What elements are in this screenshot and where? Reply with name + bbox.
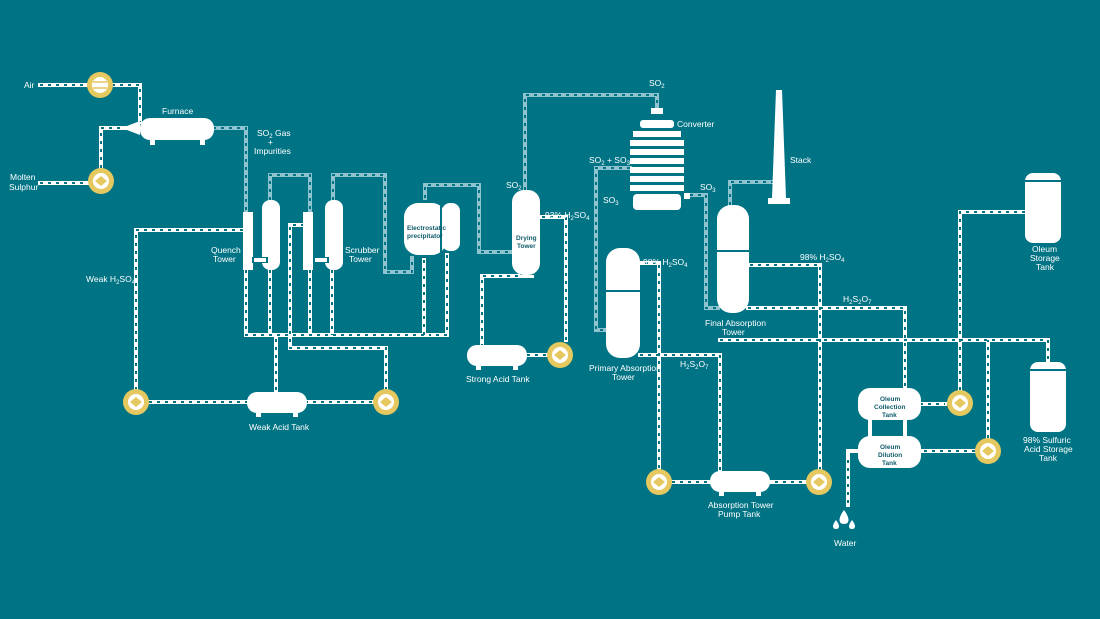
- label-impurities: Impurities: [254, 146, 291, 156]
- label-air: Air: [24, 80, 35, 90]
- label-quench: Quench: [211, 245, 241, 255]
- electrostatic-precipitator: [404, 203, 460, 255]
- label-stack: Stack: [790, 155, 812, 165]
- final-absorption-tower: [717, 205, 749, 313]
- sulfuric-acid-storage-tank: [1030, 362, 1066, 432]
- converter: [630, 108, 690, 210]
- label-oleum-storage: Oleum: [1032, 244, 1057, 254]
- final-absorption-pump-icon: [806, 469, 832, 495]
- label-drying: Drying: [516, 235, 537, 242]
- label-drying-tower: Tower: [517, 243, 536, 250]
- label-strong-acid-tank: Strong Acid Tank: [466, 374, 530, 384]
- oleum-collection-tank: [858, 388, 921, 420]
- weak-acid-pump-right-icon: [373, 389, 399, 415]
- label-final-absorption: Final Absorption: [705, 318, 766, 328]
- weak-acid-pump-left-icon: [123, 389, 149, 415]
- weak-acid-tank: [247, 392, 307, 417]
- strong-acid-pump-icon: [547, 342, 573, 368]
- label-so2-top: SO2: [649, 78, 665, 90]
- labels: Air Molten Sulphur Furnace SO2 Gas + Imp…: [9, 78, 1073, 548]
- label-sulfuric-storage: 98% Sulfuric: [1023, 435, 1071, 445]
- label-so2-so3: SO2 + SO3: [589, 155, 631, 167]
- label-pump-tank: Pump Tank: [718, 509, 761, 519]
- label-h2s2o7-primary: H2S2O7: [680, 359, 709, 371]
- label-sulphur: Sulphur: [9, 182, 38, 192]
- label-molten: Molten: [10, 172, 36, 182]
- label-final-absorption-tower: Tower: [722, 327, 745, 337]
- label-oleum-storage-2: Storage: [1030, 253, 1060, 263]
- scrubber-tower: [303, 200, 343, 270]
- label-oleum-dilution: Oleum: [880, 444, 900, 451]
- label-scrubber-tower: Tower: [349, 254, 372, 264]
- label-sulfuric-storage-2: Acid Storage: [1024, 444, 1073, 454]
- oleum-dilution-tank: [858, 436, 921, 468]
- primary-absorption-tower: [606, 248, 640, 358]
- liquid-pipe-dashes: [40, 84, 1049, 505]
- label-electrostatic: Electrostatic: [407, 225, 446, 232]
- stack: [768, 90, 790, 204]
- absorption-tower-pump-tank: [710, 471, 770, 496]
- label-h2s2o7-final: H2S2O7: [843, 294, 872, 306]
- label-precipitator: precipitator: [407, 233, 443, 240]
- label-oleum-dilution-3: Tank: [882, 460, 897, 467]
- label-oleum-storage-3: Tank: [1036, 262, 1055, 272]
- label-quench-tower: Tower: [213, 254, 236, 264]
- gas-pipe-dashes: [213, 94, 778, 331]
- sulphur-pump-icon: [88, 168, 114, 194]
- label-98-h2so4-final: 98% H2SO4: [800, 252, 845, 264]
- quench-tower: [243, 200, 280, 270]
- label-weak-h2so4: Weak H2SO4: [86, 274, 136, 286]
- label-water: Water: [834, 538, 857, 548]
- label-so2-drying: SO2: [506, 180, 522, 192]
- label-so2-plus: +: [268, 137, 273, 147]
- label-98-h2so4-primary: 98% H2SO4: [643, 257, 688, 269]
- label-oleum-dilution-2: Dilution: [878, 452, 902, 459]
- label-weak-acid-tank: Weak Acid Tank: [249, 422, 310, 432]
- label-sulfuric-storage-3: Tank: [1039, 453, 1058, 463]
- oleum-storage-tank: [1025, 173, 1061, 243]
- label-absorption-tower-pump: Absorption Tower: [708, 500, 774, 510]
- label-so3-final: SO3: [700, 182, 716, 194]
- primary-absorption-pump-icon: [646, 469, 672, 495]
- label-converter: Converter: [677, 119, 714, 129]
- label-primary-absorption: Primary Absorption: [589, 363, 661, 373]
- label-oleum-collection: Oleum: [880, 396, 900, 403]
- label-so3-primary: SO3: [603, 195, 619, 207]
- label-93-h2so4: 93% H2SO4: [545, 210, 590, 222]
- strong-acid-tank: [467, 345, 527, 370]
- label-scrubber: Scrubber: [345, 245, 380, 255]
- label-oleum-collection-3: Tank: [882, 412, 897, 419]
- furnace: [122, 118, 214, 145]
- water-drops-icon: [833, 510, 855, 529]
- drying-tower: [512, 190, 540, 278]
- gas-pipes: [211, 93, 780, 332]
- label-oleum-collection-2: Collection: [874, 404, 905, 411]
- oleum-collection-pump-icon: [947, 390, 973, 416]
- air-blower-icon: [87, 72, 113, 98]
- label-so2-gas: SO2 Gas: [257, 128, 291, 140]
- label-primary-absorption-tower: Tower: [612, 372, 635, 382]
- label-furnace: Furnace: [162, 106, 193, 116]
- oleum-dilution-pump-icon: [975, 438, 1001, 464]
